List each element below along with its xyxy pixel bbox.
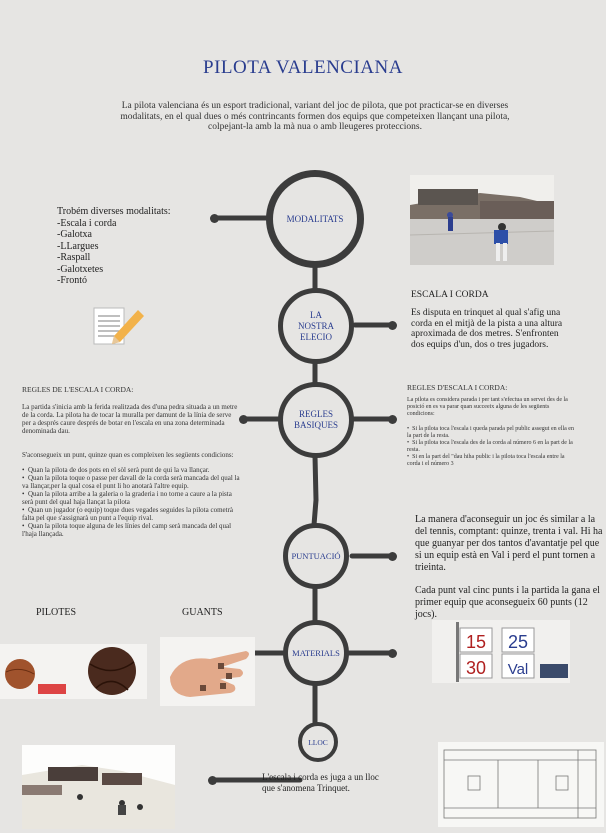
score-25: 25 [508, 632, 528, 652]
pilotes-label: PILOTES [36, 607, 76, 618]
regles-left-bullets: • Quan la pilota de dos pots en el sòl s… [22, 466, 240, 538]
modalitats-list: Trobém diverses modalitats: -Escala i co… [57, 206, 171, 286]
scoreboard-photo: 15 25 30 Val [432, 620, 570, 683]
regles-left-p2: S'aconsegueix un punt, quinze quan es co… [22, 451, 234, 459]
score-30: 30 [466, 658, 486, 678]
node-modalitats[interactable]: MODALITATS [266, 170, 364, 268]
connector-dot [388, 321, 397, 330]
node-modalitats-label: MODALITATS [286, 213, 344, 224]
node-regles-basiques[interactable]: REGLES BASIQUES [278, 382, 354, 458]
node-materials-label: MATERIALS [292, 647, 340, 658]
regles-right-heading: REGLES D'ESCALA I CORDA: [407, 383, 508, 392]
trinquet-plan-drawing [438, 742, 604, 827]
puntuacio-block: La manera d'aconseguir un joc és similar… [415, 514, 603, 621]
node-nostra-eleccio[interactable]: LA NOSTRA ELECIO [278, 288, 354, 364]
court-photo-top [410, 175, 554, 265]
connector-dot [208, 776, 217, 785]
notepad-pencil-icon [92, 304, 144, 346]
regles-left-p1: La partida s'inicia amb la ferida realit… [22, 403, 238, 435]
lloc-text: L'escala i corda es juga a un lloc que s… [262, 772, 379, 793]
regles-right-bullets: • Si la pilota toca l'escala i queda par… [407, 426, 574, 467]
connector-dot [239, 415, 248, 424]
page-title: PILOTA VALENCIANA [203, 57, 403, 78]
score-15: 15 [466, 632, 486, 652]
connector-dot [388, 415, 397, 424]
escala-title: ESCALA I CORDA [411, 290, 489, 300]
balls-photo [0, 644, 147, 699]
node-lloc[interactable]: LLOC [298, 722, 338, 762]
regles-right: REGLES D'ESCALA I CORDA: La pilota es co… [407, 384, 575, 468]
connector-dot [388, 552, 397, 561]
regles-left-heading: REGLES DE L'ESCALA I CORDA: [22, 385, 134, 394]
intro-text: La pilota valenciana és un esport tradic… [120, 101, 510, 132]
node-lloc-label: LLOC [308, 737, 328, 747]
node-puntuacio-label: PUNTUACIÓ [291, 550, 341, 561]
court-photo-top-svg [410, 175, 554, 265]
regles-left: REGLES DE L'ESCALA I CORDA: La partida s… [22, 385, 240, 539]
puntuacio-text: La manera d'aconseguir un joc és similar… [415, 514, 603, 573]
connector-dot [388, 649, 397, 658]
court-photo-bottom [22, 745, 175, 829]
node-puntuacio[interactable]: PUNTUACIÓ [283, 523, 349, 589]
node-nostra-eleccio-label: LA NOSTRA ELECIO [297, 309, 334, 342]
puntuacio-text-2: Cada punt val cinc punts i la partida la… [415, 585, 600, 620]
node-materials[interactable]: MATERIALS [283, 620, 349, 686]
node-regles-basiques-label: REGLES BASIQUES [293, 409, 338, 430]
score-val: Val [508, 661, 529, 678]
guants-label: GUANTS [182, 607, 223, 618]
escala-text: Es disputa en trinquet al qual s'afig un… [411, 308, 563, 350]
regles-right-p1: La pilota es considera parada i per tant… [407, 397, 568, 417]
glove-photo [160, 637, 255, 706]
connector-dot [210, 214, 219, 223]
